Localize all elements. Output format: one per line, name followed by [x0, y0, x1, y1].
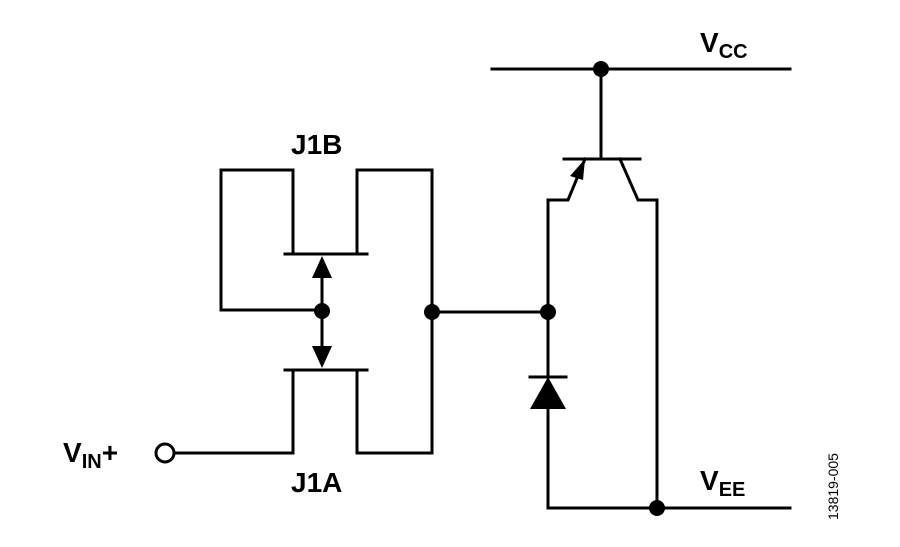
- j1a-right-lead: [355, 310, 434, 455]
- vin-label: VIN+: [63, 437, 118, 473]
- jfet-j1a: [173, 310, 434, 455]
- transistor: [546, 67, 659, 202]
- gate-down-arrow-icon: [312, 346, 332, 368]
- gate-junction: [314, 303, 330, 319]
- j1a-label: J1A: [291, 467, 342, 498]
- gate-up-arrow-icon: [312, 256, 332, 278]
- vcc-label: VCC: [700, 27, 748, 63]
- shared-gate: [312, 256, 332, 368]
- j1b-left-lead: [219, 168, 322, 312]
- j1a-left-lead: [173, 368, 295, 455]
- figure-number: 13819-005: [825, 453, 841, 520]
- vee-label: VEE: [700, 465, 745, 501]
- diode-triangle-icon: [530, 377, 566, 409]
- j1b-right-lead: [355, 168, 434, 314]
- jfet-j1b: [219, 168, 434, 314]
- j1b-label: J1B: [291, 129, 342, 160]
- emitter-arrow-icon: [570, 159, 585, 180]
- transistor-emitter-lead: [546, 157, 587, 202]
- vin-terminal-icon: [154, 442, 176, 464]
- diode: [528, 375, 568, 409]
- transistor-collector-leg: [618, 157, 659, 202]
